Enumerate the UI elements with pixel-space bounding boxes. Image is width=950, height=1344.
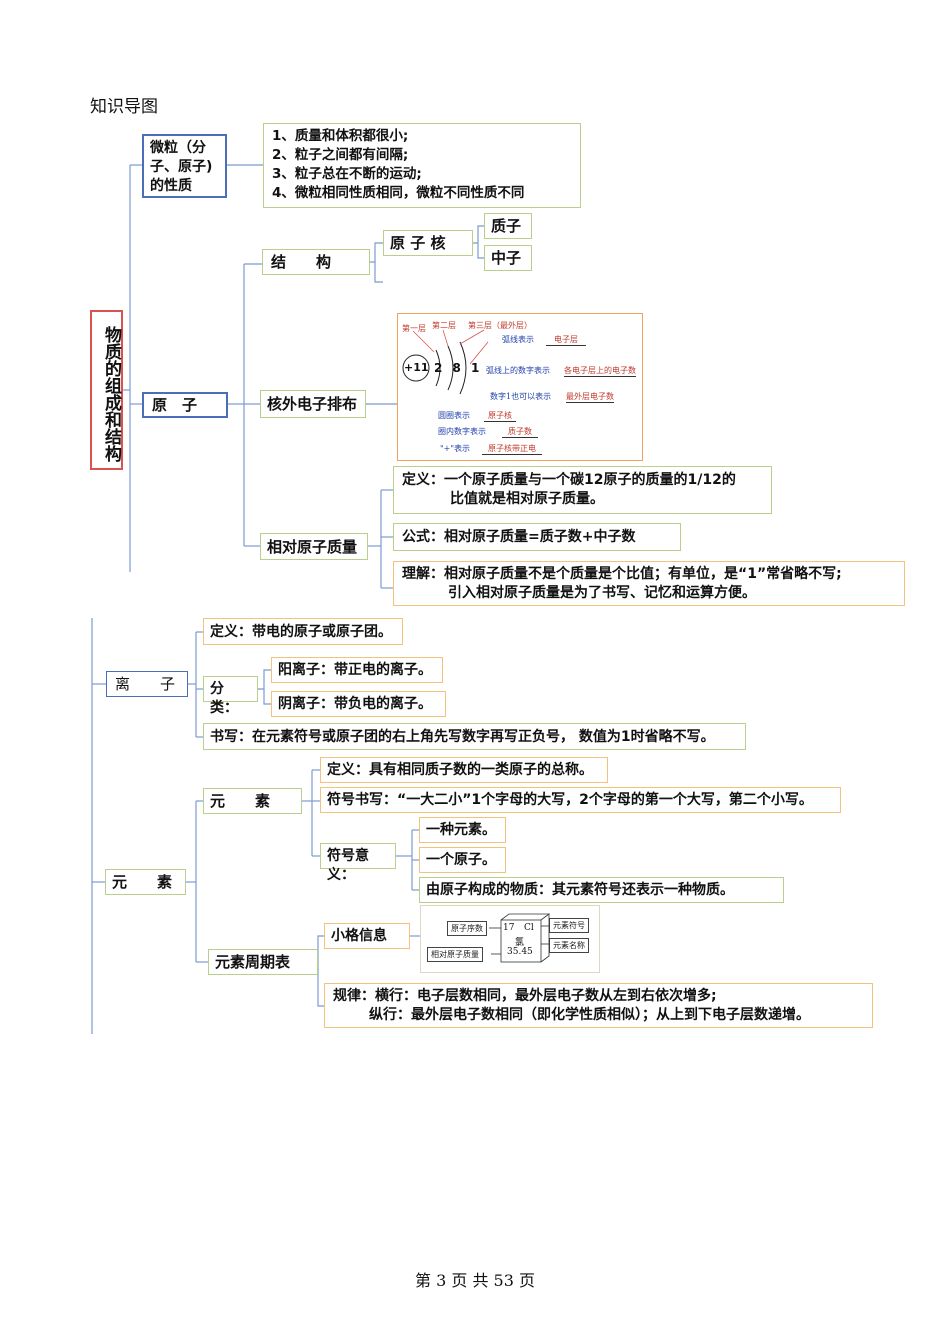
relmass-formula-box: 公式：相对原子质量=质子数+中子数 xyxy=(393,523,681,551)
cation-box: 阳离子：带正电的离子。 xyxy=(271,657,443,683)
periodic-cell-diagram: 原子序数 相对原子质量 元素符号 元素名称 17 Cl 氯 35.45 xyxy=(420,905,600,973)
num1-value: 最外层电子数 xyxy=(566,392,614,403)
nucleus-charge-text: +11 xyxy=(404,361,429,374)
periodic-cell-drawing xyxy=(489,913,551,963)
cell-info-node: 小格信息 xyxy=(324,923,410,949)
atomic-number-label: 原子序数 xyxy=(447,921,487,936)
relmass-und-l2: 引入相对原子质量是为了书写、记忆和运算方便。 xyxy=(448,585,756,601)
shell3-label: 第三层（最外层） xyxy=(468,321,532,330)
innum-label: 圈内数字表示 xyxy=(438,427,486,436)
meaning-substance-box: 由原子构成的物质：其元素符号还表示一种物质。 xyxy=(419,877,784,903)
periodic-rule-box: 规律：横行：电子层数相同，最外层电子数从左到右依次增多; 纵行：最外层电子数相同… xyxy=(324,983,873,1028)
plus-value: 原子核带正电 xyxy=(482,443,542,455)
particle-title-l1: 微粒（分 xyxy=(150,140,206,156)
relmass-und-l1: 理解：相对原子质量不是个质量是个比值；有单位，是“1”常省略不写; xyxy=(402,566,842,582)
ion-class-node: 分类： xyxy=(203,676,258,716)
plus-label: "+"表示 xyxy=(440,444,471,453)
atom-shells-drawing xyxy=(402,329,489,395)
relmass-def-box: 定义：一个原子质量与一个碳12原子的质量的1/12的 比值就是相对原子质量。 xyxy=(393,466,772,514)
ion-node: 离 子 xyxy=(106,671,188,697)
structure-node: 结 构 xyxy=(262,249,370,275)
shell2-label: 第二层 xyxy=(432,321,456,330)
rule-l1: 规律：横行：电子层数相同，最外层电子数从左到右依次增多; xyxy=(333,988,717,1004)
neutron-node: 中子 xyxy=(484,245,532,271)
cell-symbol: Cl xyxy=(524,923,534,933)
particle-prop: 3、粒子总在不断的运动; xyxy=(272,166,422,182)
cell-mass: 35.45 xyxy=(507,947,533,957)
innum-value: 质子数 xyxy=(502,426,538,438)
page-title: 知识导图 xyxy=(90,97,158,117)
atomic-mass-label: 相对原子质量 xyxy=(427,947,483,962)
relmass-def-l1: 定义：一个原子质量与一个碳12原子的质量的1/12的 xyxy=(402,472,736,488)
relmass-node: 相对原子质量 xyxy=(260,533,368,560)
relmass-def-l2: 比值就是相对原子质量。 xyxy=(450,491,604,507)
particle-node: 微粒（分 子、原子) 的性质 xyxy=(142,134,227,198)
ion-def-box: 定义：带电的原子或原子团。 xyxy=(203,618,403,645)
ion-write-box: 书写：在元素符号或原子团的右上角先写数字再写正负号， 数值为1时省略不写。 xyxy=(203,723,746,750)
cell-name: 氯 xyxy=(515,938,525,948)
shell1-label: 第一层 xyxy=(402,324,426,333)
particle-prop: 4、微粒相同性质相同，微粒不同性质不同 xyxy=(272,185,525,201)
element-sub-node: 元 素 xyxy=(203,788,302,814)
meaning-atom-box: 一个原子。 xyxy=(419,847,506,873)
meaning-element-box: 一种元素。 xyxy=(419,817,506,843)
arcnum-value: 各电子层上的电子数 xyxy=(564,366,636,377)
atom-structure-diagram: 第一层 第二层 第三层（最外层） +11 2 8 1 弧线表示 电子层 弧线上的… xyxy=(397,313,643,461)
element-def-box: 定义：具有相同质子数的一类原子的总称。 xyxy=(320,757,608,783)
atom-node: 原 子 xyxy=(142,392,228,418)
relmass-understanding-box: 理解：相对原子质量不是个质量是个比值；有单位，是“1”常省略不写; 引入相对原子… xyxy=(393,561,905,606)
proton-node: 质子 xyxy=(484,213,532,239)
particle-title-l2: 子、原子) xyxy=(150,159,213,175)
element-node: 元 素 xyxy=(105,869,186,895)
circle-value: 原子核 xyxy=(484,410,516,422)
particle-title-l3: 的性质 xyxy=(150,178,192,194)
symbol-write-box: 符号书写：“一大二小”1个字母的大写，2个字母的第一个大写，第二个小写。 xyxy=(320,787,841,813)
rule-l2: 纵行：最外层电子数相同（即化学性质相似）；从上到下电子层数递增。 xyxy=(369,1007,810,1023)
arc-label: 弧线表示 xyxy=(502,335,534,344)
anion-box: 阴离子：带负电的离子。 xyxy=(271,691,446,717)
symbol-meaning-node: 符号意义： xyxy=(320,843,396,883)
symbol-label: 元素符号 xyxy=(549,918,589,933)
nucleus-node: 原 子 核 xyxy=(383,230,473,256)
shell-electrons-text: 2 8 1 xyxy=(434,361,483,375)
arcnum-label: 弧线上的数字表示 xyxy=(486,366,550,375)
electron-config-node: 核外电子排布 xyxy=(260,390,366,418)
particle-props-box: 1、质量和体积都很小; 2、粒子之间都有间隔; 3、粒子总在不断的运动; 4、微… xyxy=(263,123,581,208)
particle-prop: 1、质量和体积都很小; xyxy=(272,128,409,144)
periodic-table-node: 元素周期表 xyxy=(208,949,318,975)
root-node: 物质的组成和结构 xyxy=(90,310,123,470)
cell-number: 17 xyxy=(503,923,515,933)
num1-label: 数字1也可以表示 xyxy=(490,392,552,401)
arc-value: 电子层 xyxy=(546,334,586,346)
circle-label: 圆圈表示 xyxy=(438,411,470,420)
name-label: 元素名称 xyxy=(549,938,589,953)
page-footer: 第 3 页 共 53 页 xyxy=(415,1271,535,1290)
particle-prop: 2、粒子之间都有间隔; xyxy=(272,147,409,163)
